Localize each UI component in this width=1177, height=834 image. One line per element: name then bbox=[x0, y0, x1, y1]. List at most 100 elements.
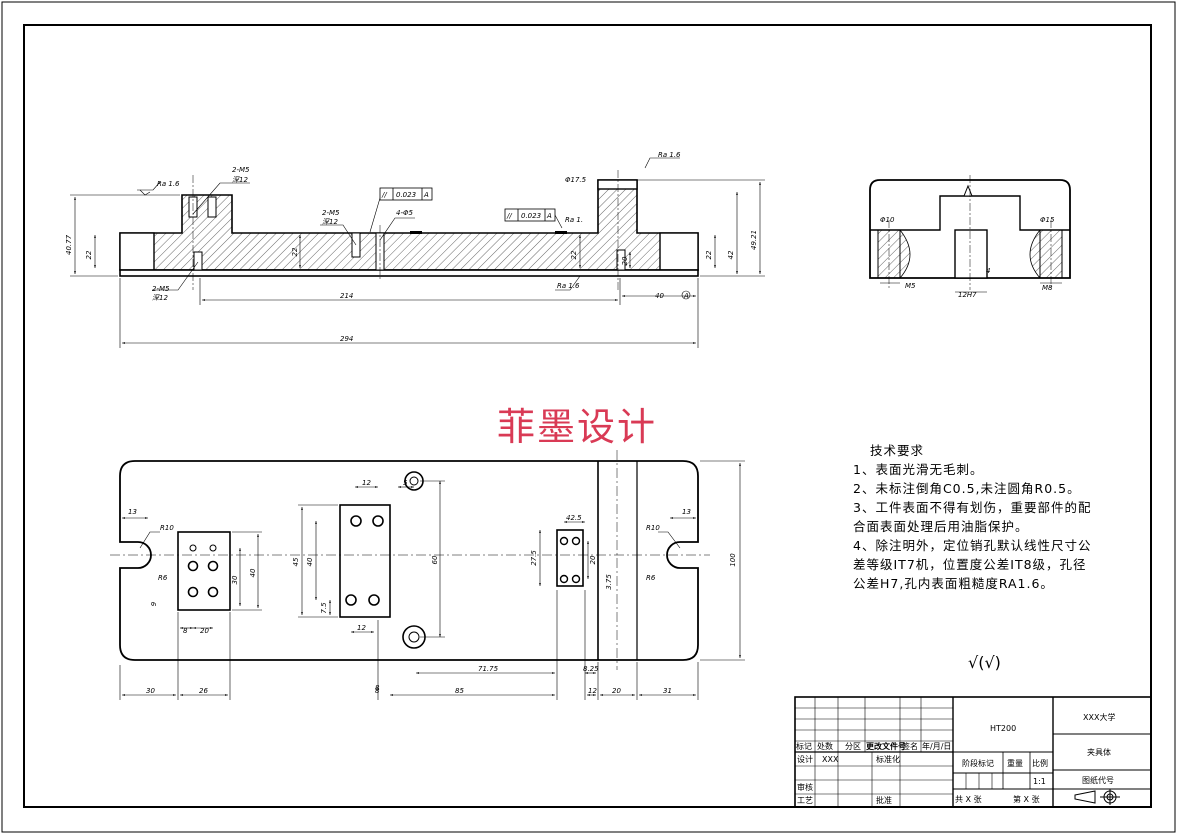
header-change-doc: 更改文件号 bbox=[866, 741, 906, 751]
svg-text:20: 20 bbox=[589, 555, 597, 564]
tech-note-line: 合面表面处理后用油脂保护。 bbox=[853, 519, 1029, 534]
label-4-phi5: 4-Φ5 bbox=[396, 209, 413, 217]
svg-text:45: 45 bbox=[292, 557, 300, 566]
svg-text:12H7: 12H7 bbox=[958, 291, 977, 299]
svg-text:8: 8 bbox=[183, 627, 188, 635]
dim-22-r: 22 bbox=[570, 250, 578, 259]
inner-border bbox=[23, 24, 1152, 808]
ra-mark-d: Ra 1. bbox=[565, 216, 583, 224]
ra-mark-c: Ra 1.6 bbox=[557, 282, 580, 290]
dim-214: 214 bbox=[340, 292, 353, 300]
ra-mark-a: Ra 1.6 bbox=[157, 180, 180, 188]
svg-text:42.5: 42.5 bbox=[566, 514, 582, 522]
watermark: 菲墨设计 bbox=[497, 405, 657, 449]
svg-text:30: 30 bbox=[231, 575, 239, 584]
svg-text://: // bbox=[381, 191, 387, 199]
approve-label: 批准 bbox=[876, 795, 892, 805]
tech-note-line: 2、未标注倒角C0.5,未注圆角R0.5。 bbox=[853, 481, 1081, 496]
front-base-plate bbox=[119, 269, 699, 277]
header-zone: 分区 bbox=[845, 742, 861, 751]
svg-text:A: A bbox=[423, 191, 429, 199]
svg-text:8: 8 bbox=[375, 684, 380, 692]
tolerance-frame-1: // 0.023 A bbox=[379, 187, 433, 201]
designer-name: XXX bbox=[822, 755, 839, 764]
tech-note-line: 差等级IT7机，位置度公差IT8级，孔径 bbox=[853, 557, 1087, 572]
projection-symbol-icon bbox=[1074, 789, 1120, 805]
svg-text:40: 40 bbox=[306, 557, 314, 566]
datum-a: A bbox=[683, 292, 689, 300]
svg-text:30: 30 bbox=[146, 687, 155, 695]
tech-note-line: 公差H7,孔内表面粗糙度RA1.6。 bbox=[853, 576, 1054, 591]
svg-text:R10: R10 bbox=[160, 524, 174, 532]
svg-text:31: 31 bbox=[663, 687, 672, 695]
svg-text:7.5: 7.5 bbox=[320, 602, 328, 614]
tech-note-line: 1、表面光滑无毛刺。 bbox=[853, 462, 983, 477]
header-sign: 签名 bbox=[902, 741, 918, 751]
dim-22-right: 22 bbox=[705, 250, 713, 259]
sheets-total: 共 X 张 bbox=[955, 795, 982, 804]
svg-text:R10: R10 bbox=[646, 524, 660, 532]
svg-text:M5: M5 bbox=[905, 282, 916, 290]
review-label: 审核 bbox=[797, 782, 813, 792]
svg-text:12: 12 bbox=[588, 687, 597, 695]
svg-text:60: 60 bbox=[431, 555, 439, 564]
svg-text://: // bbox=[506, 212, 512, 220]
standardization-label: 标准化 bbox=[876, 754, 900, 764]
dim-294: 294 bbox=[340, 335, 353, 343]
label-depth-top: 深12 bbox=[232, 176, 248, 184]
label-chamfer: Φ17.5 bbox=[565, 176, 587, 184]
svg-text:13: 13 bbox=[682, 508, 691, 516]
svg-text:M8: M8 bbox=[1042, 284, 1053, 292]
roughness-symbol: √(√) bbox=[968, 653, 1001, 672]
svg-text:9: 9 bbox=[150, 601, 158, 606]
plan-dim-texts: 13 R10 R6 40 30 9 8 20 12 5 45 40 7.5 12… bbox=[128, 479, 737, 695]
svg-text:4: 4 bbox=[986, 267, 990, 275]
plan-dimensions bbox=[119, 460, 745, 700]
label-2-m5-bot: 2-M5 bbox=[152, 285, 170, 293]
svg-text:20: 20 bbox=[200, 627, 209, 635]
scale-label: 比例 bbox=[1032, 758, 1048, 768]
front-dim-texts: 40.77 22 22 42 49.21 22 20 22 214 40 294… bbox=[65, 151, 758, 343]
svg-text:0.023: 0.023 bbox=[521, 212, 541, 220]
svg-text:R6: R6 bbox=[646, 574, 656, 582]
school-name: XXX大学 bbox=[1083, 712, 1115, 722]
label-2-m5-mid: 2-M5 bbox=[322, 209, 340, 217]
plan-right-block bbox=[556, 529, 584, 587]
plan-left-block bbox=[177, 531, 231, 611]
drawing-number: 图纸代号 bbox=[1082, 775, 1114, 785]
svg-text:13: 13 bbox=[128, 508, 137, 516]
tech-note-line: 4、除注明外，定位销孔默认线性尺寸公 bbox=[853, 538, 1091, 553]
scale-value: 1:1 bbox=[1033, 777, 1046, 786]
tech-notes-title: 技术要求 bbox=[870, 443, 924, 458]
svg-text:40: 40 bbox=[249, 568, 257, 577]
label-depth-bot: 深12 bbox=[152, 294, 168, 302]
svg-text:Φ15: Φ15 bbox=[1040, 216, 1055, 224]
tolerance-frame-2: // 0.023 A bbox=[504, 208, 556, 222]
dim-20: 20 bbox=[621, 256, 629, 265]
header-date: 年/月/日 bbox=[922, 741, 951, 751]
plan-mid-block bbox=[339, 504, 391, 618]
front-dimensions bbox=[70, 157, 765, 348]
side-view bbox=[869, 175, 1071, 290]
svg-text:8.25: 8.25 bbox=[583, 665, 599, 673]
dim-42: 42 bbox=[727, 250, 735, 259]
svg-text:8: 8 bbox=[375, 687, 380, 695]
svg-text:100: 100 bbox=[729, 553, 737, 567]
header-count: 处数 bbox=[817, 741, 833, 751]
dim-49-21: 49.21 bbox=[750, 230, 758, 250]
ra-mark-b: Ra 1.6 bbox=[658, 151, 681, 159]
dim-40: 40 bbox=[655, 292, 664, 300]
dim-22-left: 22 bbox=[85, 250, 93, 259]
svg-text:85: 85 bbox=[455, 687, 464, 695]
tech-note-line: 3、工件表面不得有划伤，重要部件的配 bbox=[853, 500, 1091, 515]
svg-text:12: 12 bbox=[357, 624, 366, 632]
material: HT200 bbox=[990, 724, 1016, 733]
side-dim-texts: Φ10 Φ15 M5 12H7 M8 4 bbox=[880, 216, 1062, 299]
dim-22-mid: 22 bbox=[291, 247, 299, 256]
svg-text:27.5: 27.5 bbox=[530, 550, 538, 566]
front-view bbox=[119, 170, 699, 290]
sheet-number: 第 X 张 bbox=[1013, 794, 1040, 804]
technical-requirements: 技术要求 1、表面光滑无毛刺。 2、未标注倒角C0.5,未注圆角R0.5。 3、… bbox=[853, 443, 1091, 591]
svg-text:3.75: 3.75 bbox=[605, 574, 613, 590]
